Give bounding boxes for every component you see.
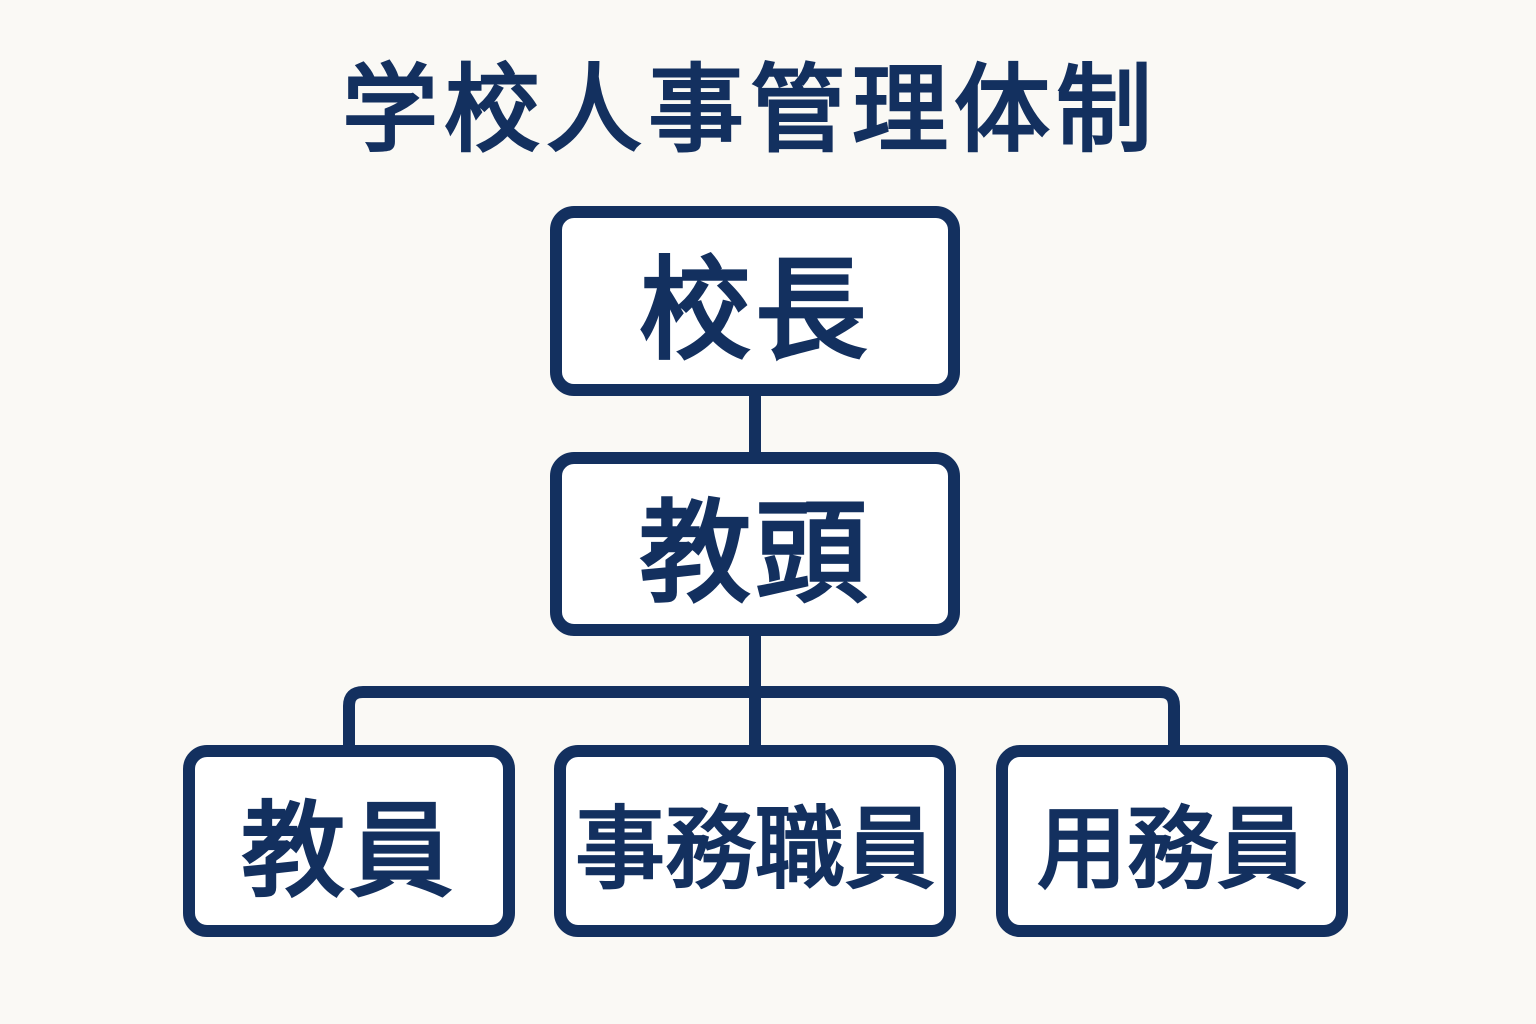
- node-principal-label: 校長: [639, 246, 871, 376]
- node-teachers: 教員: [183, 745, 515, 937]
- node-principal: 校長: [550, 206, 960, 396]
- node-vice-principal: 教頭: [550, 452, 960, 636]
- connector-branch-bar: [343, 686, 1180, 751]
- node-office-staff-label: 事務職員: [575, 797, 935, 902]
- chart-title: 学校人事管理体制: [342, 54, 1158, 166]
- node-custodial-staff: 用務員: [996, 745, 1348, 937]
- node-office-staff: 事務職員: [554, 745, 956, 937]
- node-custodial-staff-label: 用務員: [1037, 797, 1307, 902]
- node-teachers-label: 教員: [240, 789, 457, 912]
- node-vice-principal-label: 教頭: [639, 489, 871, 619]
